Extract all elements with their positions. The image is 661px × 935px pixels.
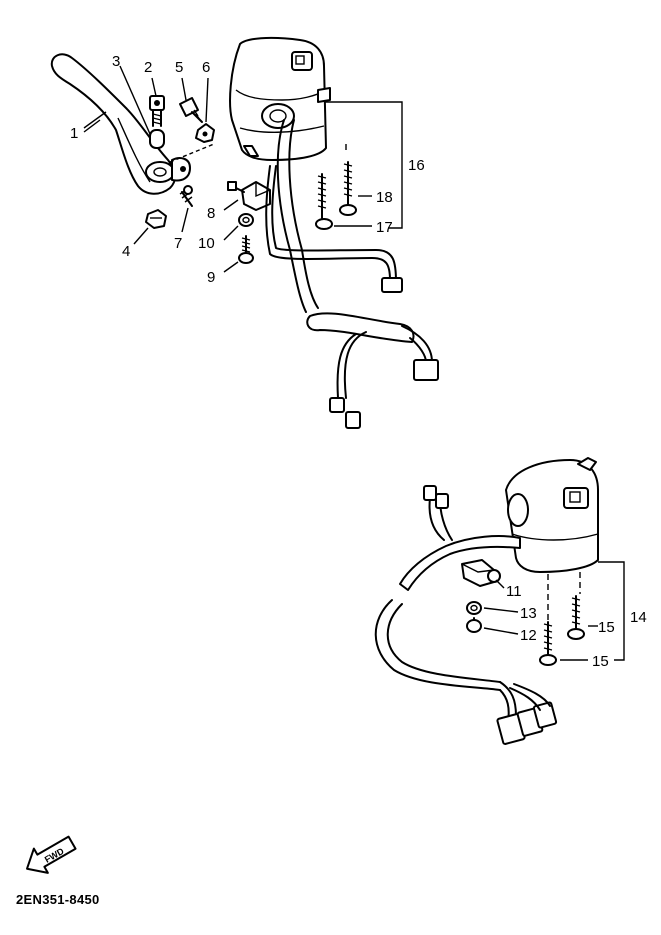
callout-18: 18 xyxy=(376,189,393,206)
screw-5 xyxy=(179,97,203,123)
screw-9 xyxy=(238,235,254,264)
callout-5: 5 xyxy=(175,59,183,76)
bolt-2 xyxy=(149,95,165,127)
callout-14: 14 xyxy=(630,609,647,626)
callout-16: 16 xyxy=(408,157,425,174)
callout-2: 2 xyxy=(144,59,152,76)
screw-12 xyxy=(466,617,482,633)
washer-13 xyxy=(466,601,482,615)
callout-10: 10 xyxy=(198,235,215,252)
screw-17 xyxy=(315,173,333,230)
wiring-harness-left xyxy=(265,119,439,429)
callout-7: 7 xyxy=(174,235,182,252)
callout-15b: 15 xyxy=(592,653,609,670)
collar-3 xyxy=(119,65,165,149)
washer-10 xyxy=(238,213,254,227)
nut-6 xyxy=(169,123,215,163)
lever-switch-8 xyxy=(227,181,271,211)
wiring-harness-right xyxy=(374,485,558,745)
callout-12: 12 xyxy=(520,627,537,644)
callout-11: 11 xyxy=(506,583,522,600)
lower-assembly xyxy=(374,457,625,745)
callout-3: 3 xyxy=(112,53,120,70)
callout-1: 1 xyxy=(70,125,78,142)
callout-6: 6 xyxy=(202,59,210,76)
switch-11 xyxy=(461,559,501,587)
switch-housing-left xyxy=(229,36,331,161)
brake-lever xyxy=(50,53,191,195)
screw-15-lower xyxy=(539,621,557,666)
screw-18 xyxy=(339,161,357,216)
diagram-code: 2EN351-8450 xyxy=(16,892,100,907)
callout-8: 8 xyxy=(207,205,215,222)
switch-housing-right xyxy=(505,457,599,573)
callout-9: 9 xyxy=(207,269,215,286)
upper-assembly xyxy=(50,36,439,429)
callout-15a: 15 xyxy=(598,619,615,636)
bracket-14 xyxy=(598,561,625,661)
callouts: 1 2 3 4 5 6 7 8 9 10 11 12 13 14 15 15 1… xyxy=(70,53,647,670)
leader-lines xyxy=(83,77,519,635)
bracket-16 xyxy=(324,101,403,229)
nut-4 xyxy=(145,209,167,229)
forward-direction-arrow: FWD xyxy=(26,835,77,874)
callout-17: 17 xyxy=(376,219,393,236)
callout-13: 13 xyxy=(520,605,537,622)
adjuster-7 xyxy=(179,185,193,207)
screw-15-upper xyxy=(567,595,585,640)
callout-4: 4 xyxy=(122,243,130,260)
